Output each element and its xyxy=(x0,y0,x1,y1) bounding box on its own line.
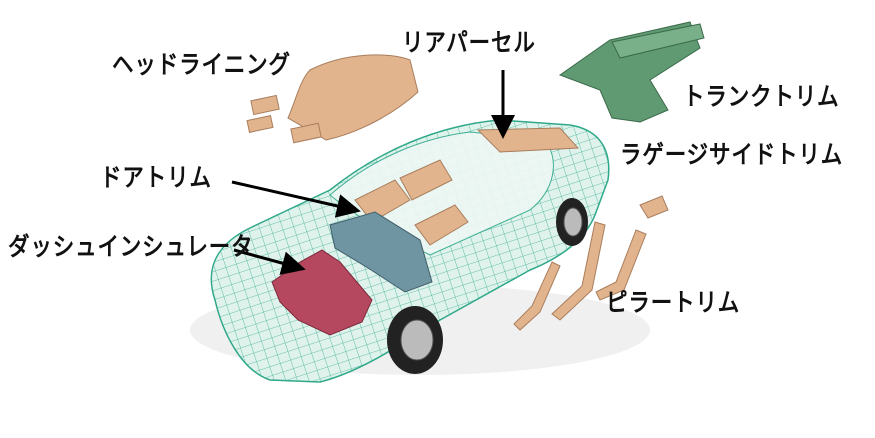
label-trunk-trim: トランクトリム xyxy=(683,82,840,111)
door-trim-arrow xyxy=(231,180,361,218)
label-door-trim: ドアトリム xyxy=(100,163,212,192)
headlining-part xyxy=(246,54,419,144)
label-dash-insulator: ダッシュインシュレータ xyxy=(8,232,254,261)
label-headlining: ヘッドライニング xyxy=(112,50,291,79)
luggage-side-trim-part xyxy=(639,195,669,219)
rear-wheel xyxy=(556,198,588,246)
label-luggage-side-trim: ラゲージサイドトリム xyxy=(620,140,844,169)
label-pillar-trim: ピラートリム xyxy=(606,288,741,317)
dash-structure-part xyxy=(329,211,433,293)
label-rear-parcel: リアパーセル xyxy=(402,28,536,57)
door-trim-parts xyxy=(354,159,469,246)
front-wheel xyxy=(387,306,443,374)
pillar-trim-parts xyxy=(513,221,647,331)
dash-insulator-arrow xyxy=(233,248,306,275)
trunk-trim-part xyxy=(558,21,705,123)
